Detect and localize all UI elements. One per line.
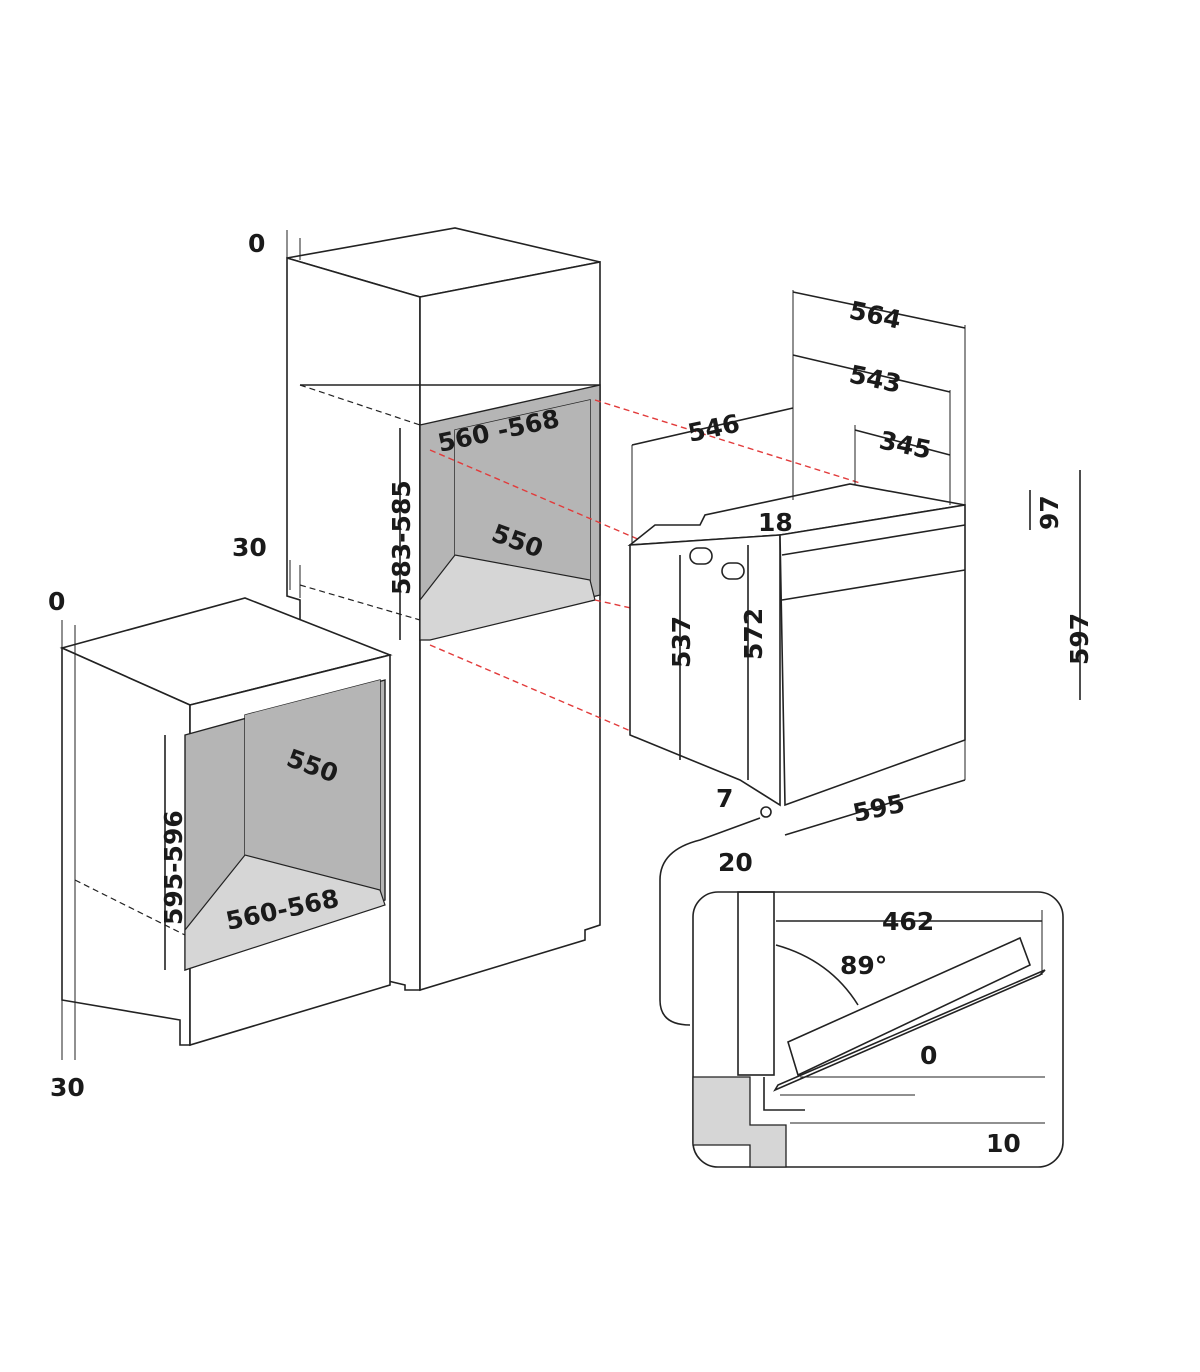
door-length-label: 462 bbox=[882, 907, 934, 936]
oven bbox=[627, 290, 1081, 1026]
base-niche-height-label: 595-596 bbox=[159, 810, 188, 925]
oven-bottom-offset-label: 7 bbox=[716, 784, 733, 813]
tall-niche-height-label: 583-585 bbox=[387, 480, 416, 595]
base-top-gap-label: 0 bbox=[48, 587, 65, 616]
oven-side-depth-label: 546 bbox=[685, 409, 742, 448]
door-gap-top-label: 0 bbox=[920, 1041, 937, 1070]
oven-top-offset-label: 18 bbox=[758, 508, 793, 537]
oven-width-label: 595 bbox=[850, 789, 907, 828]
door-detail bbox=[692, 891, 1064, 1168]
door-gap-bottom-label: 10 bbox=[986, 1129, 1021, 1158]
oven-panel-height-label: 97 bbox=[1035, 495, 1064, 530]
oven-front-offset-label: 20 bbox=[718, 848, 753, 877]
tall-side-gap-label: 30 bbox=[232, 533, 267, 562]
oven-depth-body-label: 543 bbox=[847, 360, 904, 399]
guide-lines bbox=[429, 399, 861, 736]
tall-top-gap-label: 0 bbox=[248, 229, 265, 258]
base-bottom-gap-label: 30 bbox=[50, 1073, 85, 1102]
oven-height-total-label: 597 bbox=[1065, 613, 1094, 665]
oven-body-height-label: 572 bbox=[739, 608, 768, 660]
tall-cabinet bbox=[286, 227, 601, 992]
oven-body-height-left-label: 537 bbox=[667, 616, 696, 668]
door-angle-label: 89° bbox=[840, 951, 887, 980]
oven-depth-total-label: 564 bbox=[847, 296, 904, 335]
base-cabinet bbox=[59, 597, 393, 1060]
oven-rail-label: 345 bbox=[877, 426, 934, 465]
